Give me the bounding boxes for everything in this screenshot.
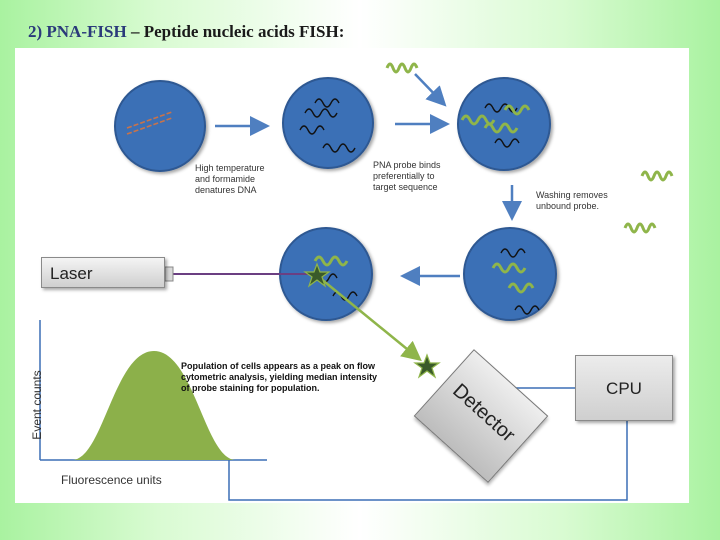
slide-title: 2) PNA-FISH – Peptide nucleic acids FISH… [28, 22, 344, 42]
step-label-denature: High temperature and formamide denatures… [195, 163, 265, 196]
probes-cell4 [313, 255, 349, 267]
denature-line-3: denatures DNA [195, 185, 257, 195]
fluorescence-star-detector [413, 353, 441, 379]
step-label-bind: PNA probe binds preferentially to target… [373, 160, 441, 193]
cell-5 [463, 227, 557, 321]
probes-cell3 [460, 104, 531, 134]
cpu-box: CPU [575, 355, 673, 421]
bind-line-1: PNA probe binds [373, 160, 441, 170]
denature-line-2: and formamide [195, 174, 256, 184]
denature-line-1: High temperature [195, 163, 265, 173]
arrow-probe-in [414, 73, 447, 107]
title-rest: – Peptide nucleic acids FISH: [130, 22, 345, 41]
histogram-x-title: Fluorescence units [61, 473, 162, 487]
population-line-1: Population of cells appears as a peak on… [181, 361, 376, 371]
dna-single-strands [299, 98, 356, 153]
title-bold: 2) PNA-FISH [28, 22, 127, 41]
step-label-wash: Washing removes unbound probe. [536, 190, 608, 212]
free-probes [385, 62, 674, 234]
laser-box: Laser [41, 257, 165, 288]
probes-cell5 [491, 262, 535, 294]
population-line-2: cytometric analysis, yielding median int… [181, 372, 378, 382]
dna-strands-cell3 [484, 103, 520, 148]
wash-line-2: unbound probe. [536, 201, 600, 211]
histogram-peak [72, 351, 236, 460]
diagram-svg [39, 62, 674, 501]
fluorescence-star-cell [303, 262, 331, 288]
emission-arrow [319, 277, 422, 362]
bind-line-2: preferentially to [373, 171, 435, 181]
cell-2 [282, 77, 374, 169]
histogram-y-title: Event counts [30, 370, 44, 440]
dna-strands-cell5 [500, 248, 540, 315]
dna-double-strand [126, 111, 173, 135]
population-line-3: of probe staining for population. [181, 383, 320, 393]
population-note: Population of cells appears as a peak on… [181, 361, 377, 394]
output-line [228, 421, 628, 501]
cell-1 [114, 80, 206, 172]
bind-line-3: target sequence [373, 182, 438, 192]
wash-line-1: Washing removes [536, 190, 608, 200]
laser-nozzle [164, 266, 174, 282]
diagram-panel: High temperature and formamide denatures… [15, 48, 689, 503]
